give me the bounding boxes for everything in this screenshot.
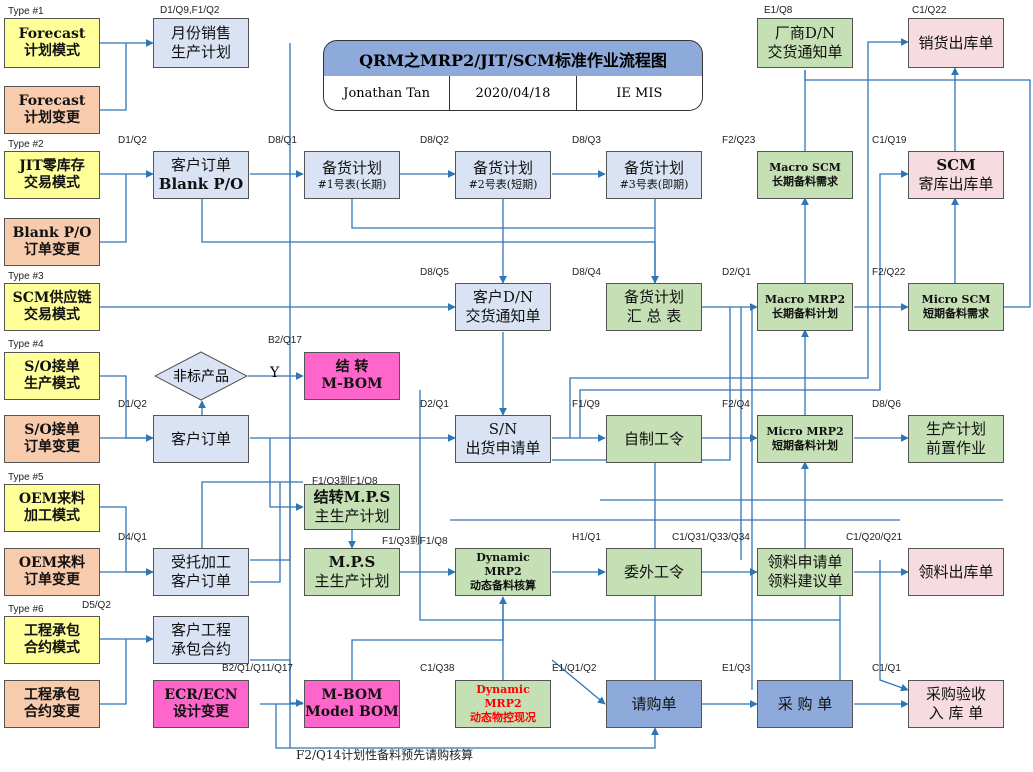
nonstd-decision[interactable]: 非标产品 [153,351,249,401]
jit-mode-box[interactable]: JIT零库存交易模式 [4,151,100,199]
code-dyn-mrp2-ctrl: C1/Q38 [420,663,455,674]
code-issue-out: C1/Q20/Q21 [846,532,903,543]
type-label-3: Type #3 [8,271,44,282]
type-label-2: Type #2 [8,139,44,150]
stock-plan3-box[interactable]: 备货计划#3号表(即期) [606,151,702,199]
so-mode-box[interactable]: S/O接单生产模式 [4,352,100,400]
purchase-req-box[interactable]: 请购单 [606,680,702,728]
project-change-box[interactable]: 工程承包合约变更 [4,680,100,728]
code-outsource: H1/Q1 [572,532,601,543]
code-sales-out: C1/Q22 [912,5,947,16]
code-macro-scm: F2/Q23 [722,135,756,146]
code-micro-mrp2: F2/Q4 [722,399,750,410]
code-convert-mps: F1/Q3到F1/Q8 [312,476,378,487]
author-cell: Jonathan Tan [324,76,451,110]
date-cell: 2020/04/18 [450,76,577,110]
code-cust-dn: D8/Q5 [420,267,449,278]
code-cust-order: D1/Q2 [118,399,147,410]
code-vendor-dn: E1/Q8 [764,5,793,16]
dept-cell: IE MIS [616,85,663,101]
type-label-5: Type #5 [8,472,44,483]
issue-out-box[interactable]: 领料出库单 [908,548,1004,596]
code-stock-plan2: D8/Q2 [420,135,449,146]
decision-diamond-icon [153,351,249,401]
outsource-box[interactable]: 委外工令 [606,548,702,596]
stock-plan1-box[interactable]: 备货计划#1号表(长期) [304,151,400,199]
code-purchase-req: E1/Q1/Q2 [552,663,597,674]
code-cust-project: D5/Q2 [82,600,111,611]
code-prod-plan: D8/Q6 [872,399,901,410]
self-make-box[interactable]: 自制工令 [606,415,702,463]
req-apply-box[interactable]: 领料申请单领料建议单 [757,548,853,596]
code-dyn-mrp2: F1/Q3到F1/Q8 [382,536,448,547]
scm-mode-box[interactable]: SCM供应链交易模式 [4,283,100,331]
code-stock-summary: D8/Q4 [572,267,601,278]
code-mbom: B2/Q1/Q11/Q17 [222,663,293,674]
oem-mode-box[interactable]: OEM来料加工模式 [4,484,100,532]
code-scm-consign: C1/Q19 [872,135,907,146]
cust-project-box[interactable]: 客户工程承包合约 [153,616,249,664]
prod-plan-box[interactable]: 生产计划前置作业 [908,415,1004,463]
title-panel: QRM之MRP2/JIT/SCM标准作业流程图 Jonathan Tan 202… [323,40,703,112]
purchase-receive-box[interactable]: 采购验收入 库 单 [908,680,1004,728]
monthly-plan-box[interactable]: 月份销售生产计划 [153,18,249,68]
consign-order-box[interactable]: 受托加工客户订单 [153,548,249,596]
code-req-apply: C1/Q31/Q33/Q34 [672,532,750,543]
code-monthly-plan: D1/Q9,F1/Q2 [160,5,220,16]
code-macro-mrp2: D2/Q1 [722,267,751,278]
chart-title: QRM之MRP2/JIT/SCM标准作业流程图 [323,40,703,78]
type-label-6: Type #6 [8,604,44,615]
type-label-1: Type #1 [8,6,44,17]
code-stock-plan3: D8/Q3 [572,135,601,146]
code-self-make: F1/Q9 [572,399,600,410]
code-sn-ship: D2/Q1 [420,399,449,410]
purchase-order-box[interactable]: 采 购 单 [757,680,853,728]
decision-yes-label: Y [270,365,280,381]
stock-summary-box[interactable]: 备货计划汇 总 表 [606,283,702,331]
code-micro-scm: F2/Q22 [872,267,906,278]
cust-order-box[interactable]: 客户订单 [153,415,249,463]
title-meta: Jonathan Tan 2020/04/18 IE MIS [323,76,703,111]
sales-out-box[interactable]: 销货出库单 [908,18,1004,68]
code-consign-order: D4/Q1 [118,532,147,543]
code-stock-plan1: D8/Q1 [268,135,297,146]
bottom-note: F2/Q14计划性备料预先请购核算 [296,748,474,762]
code-purchase-receive: C1/Q1 [872,663,901,674]
oem-change-box[interactable]: OEM来料订单变更 [4,548,100,596]
stock-plan2-box[interactable]: 备货计划#2号表(短期) [455,151,551,199]
code-convert-mbom: B2/Q17 [268,335,302,346]
so-change-box[interactable]: S/O接单订单变更 [4,415,100,463]
project-mode-box[interactable]: 工程承包合约模式 [4,616,100,664]
code-purchase-order: E1/Q3 [722,663,751,674]
code-cust-order-blank: D1/Q2 [118,135,147,146]
type-label-4: Type #4 [8,339,44,350]
